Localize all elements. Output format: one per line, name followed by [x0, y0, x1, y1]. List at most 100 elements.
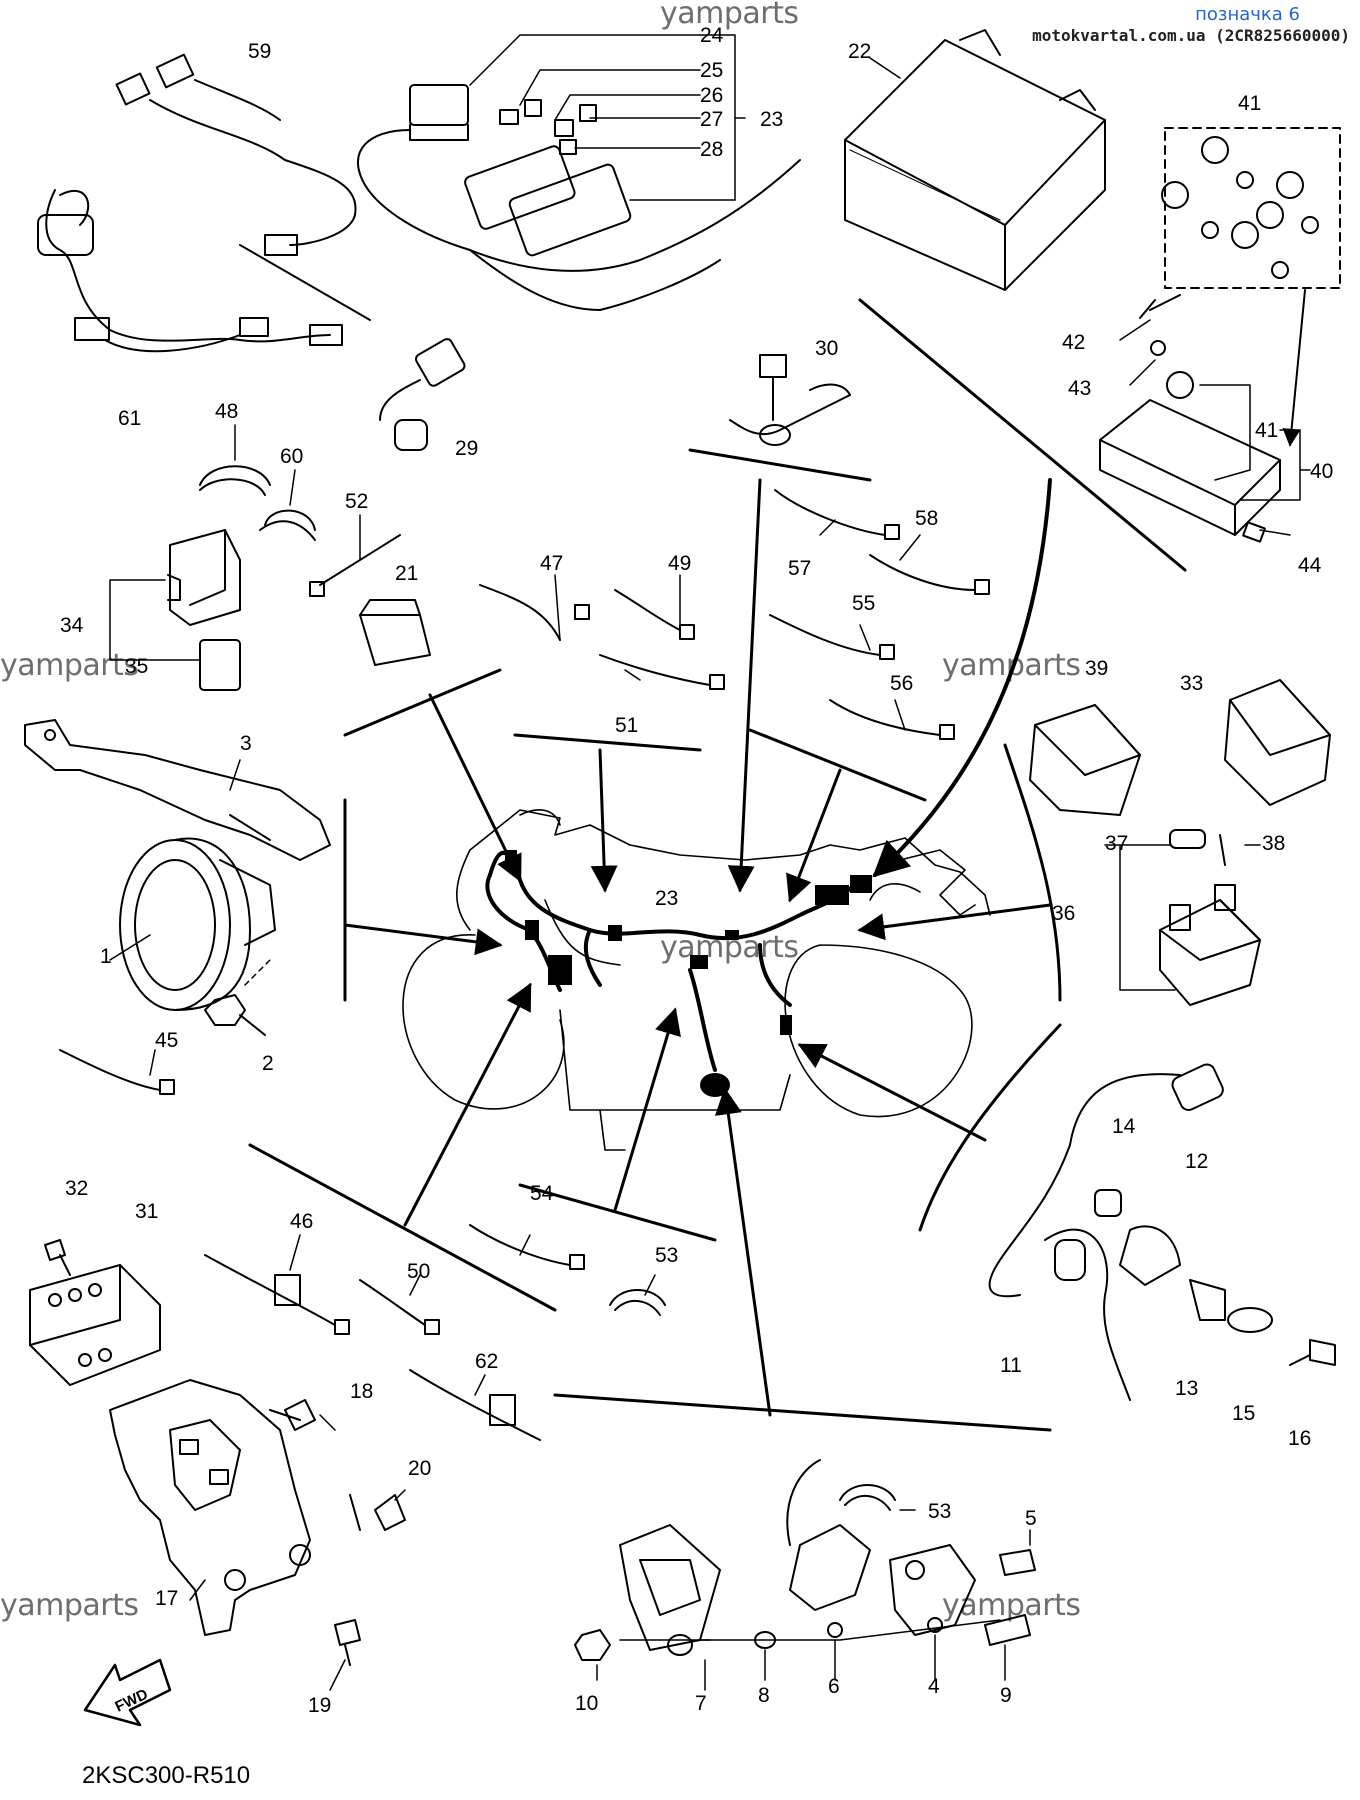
part-10-nut — [574, 1629, 611, 1661]
part-34-relay — [167, 529, 241, 626]
part-29-sensor — [379, 338, 466, 451]
part-19-bolt — [334, 1619, 361, 1666]
watermark: yamparts — [660, 0, 799, 31]
part-label: 13 — [1175, 1377, 1198, 1400]
part-2-bolt — [204, 994, 266, 1036]
part-label: 23 — [655, 887, 678, 910]
part-label: 52 — [345, 490, 368, 513]
part-59-sub-harness — [115, 53, 371, 321]
section-47-divider — [513, 733, 702, 752]
part-label: 7 — [695, 1692, 707, 1715]
part-label: 35 — [125, 655, 148, 678]
section-55-divider — [748, 728, 927, 802]
part-6-sensor — [786, 1459, 871, 1638]
part-label: 53 — [928, 1500, 951, 1523]
part-label: 60 — [280, 445, 303, 468]
part-35-relay-cover — [199, 639, 241, 691]
arrow-21 — [428, 693, 522, 883]
part-label: 33 — [1180, 672, 1203, 695]
section-36-divider — [1003, 743, 1062, 1002]
watermark: yamparts — [0, 648, 139, 683]
part-label: 5 — [1025, 1507, 1037, 1530]
watermark: yamparts — [942, 1588, 1081, 1623]
part-label: 28 — [700, 138, 723, 161]
cable-ties-upper — [309, 489, 990, 740]
part-41-dashed-group — [1164, 127, 1341, 289]
part-label: 20 — [408, 1457, 431, 1480]
bottom-leader-lines — [596, 1509, 1031, 1691]
part-label: 57 — [788, 557, 811, 580]
part-label: 59 — [248, 40, 271, 63]
part-label: 49 — [668, 552, 691, 575]
part-7-cover — [619, 1524, 721, 1656]
part-label: 37 — [1105, 832, 1128, 855]
part-label: 25 — [700, 59, 723, 82]
arrow-54 — [613, 1007, 681, 1212]
part-label: 27 — [700, 108, 723, 131]
part-label: 26 — [700, 84, 723, 107]
leader-22 — [869, 57, 901, 79]
section-54-divider — [518, 1183, 717, 1242]
part-53-clamp-bottom — [839, 1484, 896, 1511]
part-36-starter-relay — [1159, 829, 1261, 1006]
part-label: 45 — [155, 1029, 178, 1052]
part-label: 31 — [135, 1200, 158, 1223]
part-11-sensor — [988, 1063, 1224, 1401]
part-46-cable-clip — [204, 1254, 350, 1335]
arrow-46 — [403, 982, 532, 1227]
part-label: 23 — [760, 108, 783, 131]
part-20-label — [374, 1494, 406, 1531]
part-label: 40 — [1310, 460, 1333, 483]
part-39-relay — [1029, 704, 1141, 816]
part-41-dampers — [1161, 136, 1319, 279]
part-label: 56 — [890, 672, 913, 695]
part-21-cover — [359, 599, 431, 666]
part-50-cable-tie — [359, 1279, 440, 1335]
part-5-9-bolts — [984, 1549, 1036, 1646]
part-4-plate — [889, 1544, 976, 1636]
part-3-bracket — [24, 719, 331, 861]
section-46-divider — [248, 1143, 557, 1312]
part-40-ecu — [1099, 294, 1281, 543]
part-1-horn — [119, 837, 276, 1011]
part-label: 55 — [852, 592, 875, 615]
section-30-divider — [688, 448, 872, 482]
part-label: 21 — [395, 562, 418, 585]
leader-2 — [244, 959, 271, 986]
part-label: 61 — [118, 407, 141, 430]
leader-60 — [289, 469, 296, 506]
motorcycle-outline — [402, 809, 991, 1151]
part-label: 47 — [540, 552, 563, 575]
part-label: 19 — [308, 1694, 331, 1717]
leader-1 — [109, 934, 151, 961]
wire-harness — [485, 851, 862, 1072]
part-label: 34 — [60, 614, 84, 637]
leader-3 — [229, 759, 241, 791]
part-12-14-16-fasteners — [1094, 1189, 1336, 1366]
ecu-leader-lines — [1119, 319, 1311, 536]
part-label: 48 — [215, 400, 238, 423]
part-label: 4 — [928, 1675, 940, 1698]
part-label: 50 — [407, 1260, 430, 1283]
part-label: 41 — [1255, 419, 1278, 442]
battery-section-divider — [858, 298, 1187, 572]
part-label: 54 — [530, 1182, 554, 1205]
part-48-clamp — [199, 465, 271, 496]
part-label: 36 — [1052, 902, 1075, 925]
part-30-ground-bolt — [729, 354, 851, 446]
arrow-1 — [343, 923, 503, 956]
part-label: 9 — [1000, 1684, 1012, 1707]
part-label: 8 — [758, 1684, 770, 1707]
part-label: 29 — [455, 437, 478, 460]
part-label: 39 — [1085, 657, 1108, 680]
part-label: 62 — [475, 1350, 498, 1373]
part-label: 22 — [848, 40, 871, 63]
part-label: 10 — [575, 1692, 598, 1715]
part-53-clamp-mid — [609, 1289, 666, 1316]
arrow-55 — [786, 768, 842, 903]
arrow-41 — [1282, 289, 1306, 447]
part-label: 1 — [100, 945, 112, 968]
part-label: 42 — [1062, 331, 1085, 354]
